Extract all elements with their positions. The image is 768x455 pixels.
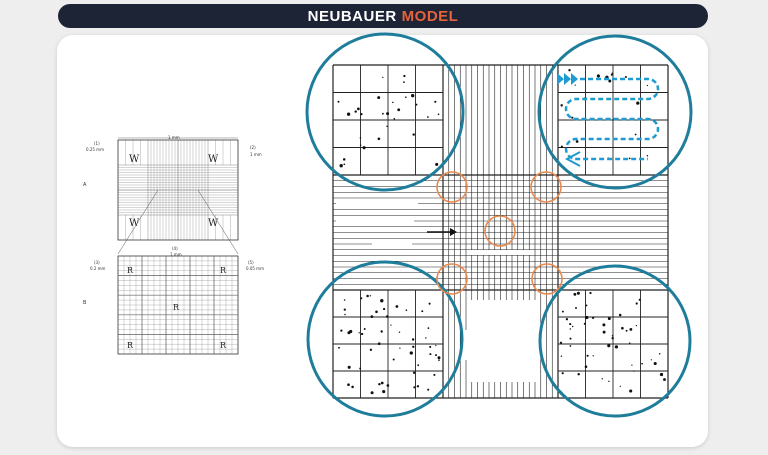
diagram-b-right-num: (5) (248, 260, 254, 265)
orange-circle-marker (531, 263, 563, 295)
chevron-left-icon (564, 151, 581, 167)
cell-letter-r: R (220, 266, 227, 275)
orange-markers (436, 171, 563, 295)
chevron-right-icon (557, 73, 564, 85)
magnified-chamber (305, 32, 693, 418)
diagram-a-right-num: (2) (250, 145, 256, 150)
count-circle-top-right (537, 34, 693, 190)
diagram-a-label: A (83, 182, 87, 188)
diagram-b: B (4) 1 mm (3) 0.2 mm (5) 0.05 mm R R R … (83, 246, 264, 355)
title-main: NEUBAUER (307, 7, 397, 25)
counting-path (557, 73, 660, 167)
chevron-right-icon (571, 73, 578, 85)
orange-circle-marker (530, 171, 562, 203)
count-circle-bottom-left (306, 260, 464, 418)
orange-circle-marker (484, 215, 516, 247)
diagram-b-label: B (83, 300, 87, 306)
corner-letter-w: W (208, 218, 219, 229)
orange-circle-marker (436, 263, 468, 295)
corner-letter-w: W (129, 218, 140, 229)
chevron-right-icon (564, 73, 571, 85)
diagram-a-left-dim: 0.25 mm (86, 147, 104, 152)
diagram-a: A 1 mm (1) 0.25 mm (2) 1 mm W W W W (83, 135, 262, 255)
count-circle-bottom-right (538, 264, 692, 418)
diagram-a-right-dim: 1 mm (250, 152, 262, 157)
orange-circle-marker (436, 171, 468, 203)
cell-letter-r: R (127, 341, 134, 350)
diagram-b-left-dim: 0.2 mm (90, 266, 106, 271)
title-bar: NEUBAUER MODEL (58, 4, 708, 28)
diagram-b-right-dim: 0.05 mm (246, 266, 264, 271)
arrow-head-icon (450, 228, 457, 236)
corner-letter-w: W (208, 154, 219, 165)
corner-letter-w: W (129, 154, 140, 165)
diagram-a-top-dim: 1 mm (168, 135, 180, 140)
zigzag-path (564, 77, 660, 161)
title-accent: MODEL (401, 7, 459, 25)
diagram-b-top-num: (4) (172, 246, 178, 251)
diagram-b-left-num: (3) (94, 260, 100, 265)
cell-letter-r: R (173, 303, 180, 312)
cell-letter-r: R (220, 341, 227, 350)
cell-letter-r: R (127, 266, 134, 275)
diagram-a-left-num: (1) (94, 141, 100, 146)
diagram-b-top-dim: 1 mm (170, 252, 182, 257)
count-circle-top-left (305, 32, 465, 192)
